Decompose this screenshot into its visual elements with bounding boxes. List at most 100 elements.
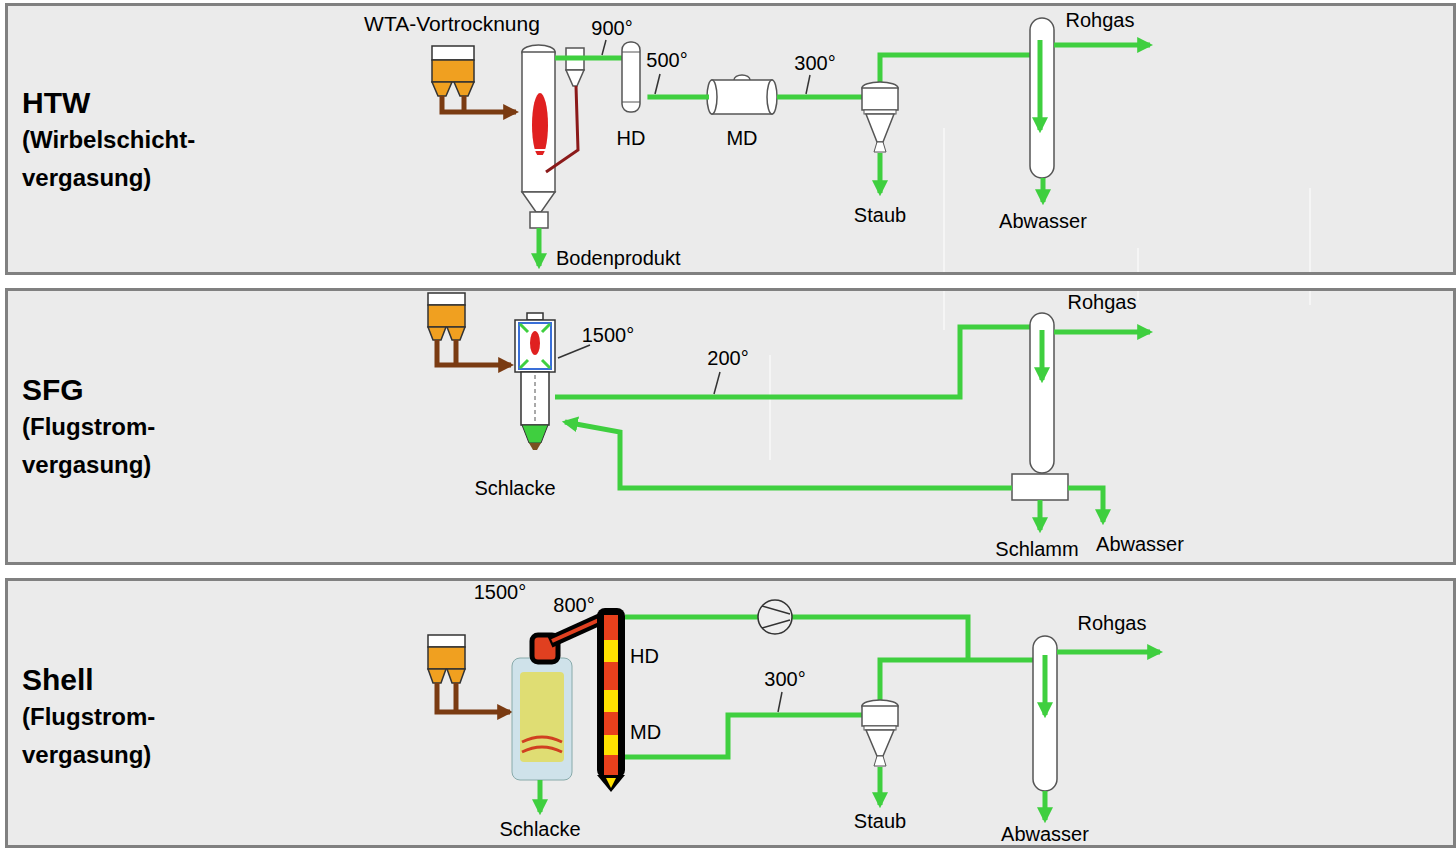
panel-grounds xyxy=(5,3,1456,848)
leader-line xyxy=(602,40,606,55)
equipment-label: WTA-Vortrocknung xyxy=(364,12,540,35)
syngas-cooler xyxy=(597,608,625,778)
shell-plant xyxy=(428,600,1160,820)
hopper-funnel xyxy=(447,327,465,340)
cooling-screen xyxy=(519,323,551,369)
temperature-label: 900° xyxy=(591,17,632,39)
flame xyxy=(530,331,540,355)
cooler-tip xyxy=(597,775,625,792)
md-drum xyxy=(712,80,772,114)
htw-plant xyxy=(432,18,1150,266)
outlet-label: Staub xyxy=(854,810,906,832)
wastewater-arrow xyxy=(1068,488,1103,522)
band-title: Shell xyxy=(22,662,1453,698)
scrubber xyxy=(1030,18,1054,178)
quench-axis xyxy=(535,375,536,422)
hopper xyxy=(428,635,465,647)
wastewater-arrow xyxy=(1043,791,1048,820)
syngas-cooler-box: HD MD xyxy=(628,645,663,743)
gasifier-membrane xyxy=(520,672,564,762)
raw-gas-arrow xyxy=(1054,330,1150,335)
outlet-label: Abwasser xyxy=(999,210,1087,232)
cooler-tip-core xyxy=(606,778,616,788)
dryer-label-box: WTA-Vortrocknung xyxy=(362,12,542,35)
fluid-bed xyxy=(532,93,548,157)
hopper-funnel xyxy=(432,82,452,96)
stray-line xyxy=(770,355,771,460)
compressor-symbol xyxy=(762,606,790,628)
filter-cone xyxy=(866,730,894,756)
filter-outlet xyxy=(874,142,886,152)
compressor xyxy=(758,600,792,634)
gasifier-cone xyxy=(522,192,555,212)
return-leg xyxy=(546,86,578,172)
hd-cooler xyxy=(622,42,640,112)
temperature-label: 800° xyxy=(553,594,594,616)
feed-line xyxy=(454,340,459,365)
equipment-label: HD xyxy=(630,645,661,667)
process-band: Shell(Flugstrom- vergasung) HD MD xyxy=(5,578,1456,848)
dust-arrow xyxy=(878,153,883,193)
gasifier xyxy=(515,320,555,372)
md-drum-cap xyxy=(767,80,777,114)
filter-cone xyxy=(866,114,894,142)
slag-cone xyxy=(522,425,548,443)
md-cooler-box: MD xyxy=(709,127,775,149)
equipment-label: MD xyxy=(630,721,661,743)
hd-cooler-box: HD xyxy=(615,127,648,149)
panel-ground xyxy=(5,578,1456,848)
process-band: HTW(Wirbelschicht- vergasung)WTA-Vortroc… xyxy=(5,3,1456,275)
leader-line xyxy=(558,345,590,358)
bed-stripe xyxy=(530,155,550,157)
leader-line xyxy=(655,74,660,94)
hopper xyxy=(432,60,474,82)
wastewater-arrow xyxy=(1041,178,1046,202)
scrubber xyxy=(1030,313,1054,473)
hd-cooler-seam xyxy=(622,102,640,103)
outlet-label: Schlacke xyxy=(499,818,580,840)
screen-corner xyxy=(520,324,550,368)
outlet-label: Schlamm xyxy=(995,538,1078,560)
filter-outlet xyxy=(874,756,886,766)
gas-pipe xyxy=(625,715,862,757)
leader-line xyxy=(806,75,810,94)
recycle-gas xyxy=(625,617,968,660)
dust-arrow xyxy=(878,767,883,805)
gas-pipe-connector xyxy=(647,95,709,100)
outlet-label: Abwasser xyxy=(1096,533,1184,555)
hopper xyxy=(428,293,465,305)
cooler-bundle xyxy=(604,735,618,755)
outlet-label: Rohgas xyxy=(1066,9,1135,31)
equipment-label: MD xyxy=(711,127,773,149)
slag-outlet xyxy=(529,443,541,450)
hopper-funnel xyxy=(447,669,465,683)
gas-pipe xyxy=(777,95,862,100)
band-subtitle: (Flugstrom- vergasung) xyxy=(22,698,262,774)
gasifier-vessel xyxy=(512,658,572,780)
hopper xyxy=(428,305,465,327)
temperature-label: 200° xyxy=(707,347,748,369)
outlet-label: Schlacke xyxy=(474,477,555,499)
gas-pipe xyxy=(880,55,1040,130)
temperature-label: 300° xyxy=(794,52,835,74)
equipment-label: HD xyxy=(617,127,646,149)
temperature-label: 1500° xyxy=(474,581,527,603)
leader-line xyxy=(714,372,720,394)
temperature-label: 1500° xyxy=(582,324,635,346)
gas-pipe xyxy=(555,56,622,61)
feed-line xyxy=(454,683,459,712)
quench xyxy=(521,372,549,425)
sfg-plant xyxy=(428,293,1150,530)
hopper-funnel xyxy=(428,669,446,683)
temperature-label: 500° xyxy=(646,49,687,71)
raw-gas-arrow xyxy=(1057,650,1160,655)
gas-into-scrubber xyxy=(1043,655,1048,715)
gas-pipe xyxy=(880,660,1045,715)
filter xyxy=(862,88,898,110)
syngas-cooler-core xyxy=(604,615,618,775)
hopper xyxy=(432,46,474,60)
band-title: SFG xyxy=(22,372,1453,408)
lock xyxy=(530,212,548,228)
cooler-bundle xyxy=(604,690,618,712)
